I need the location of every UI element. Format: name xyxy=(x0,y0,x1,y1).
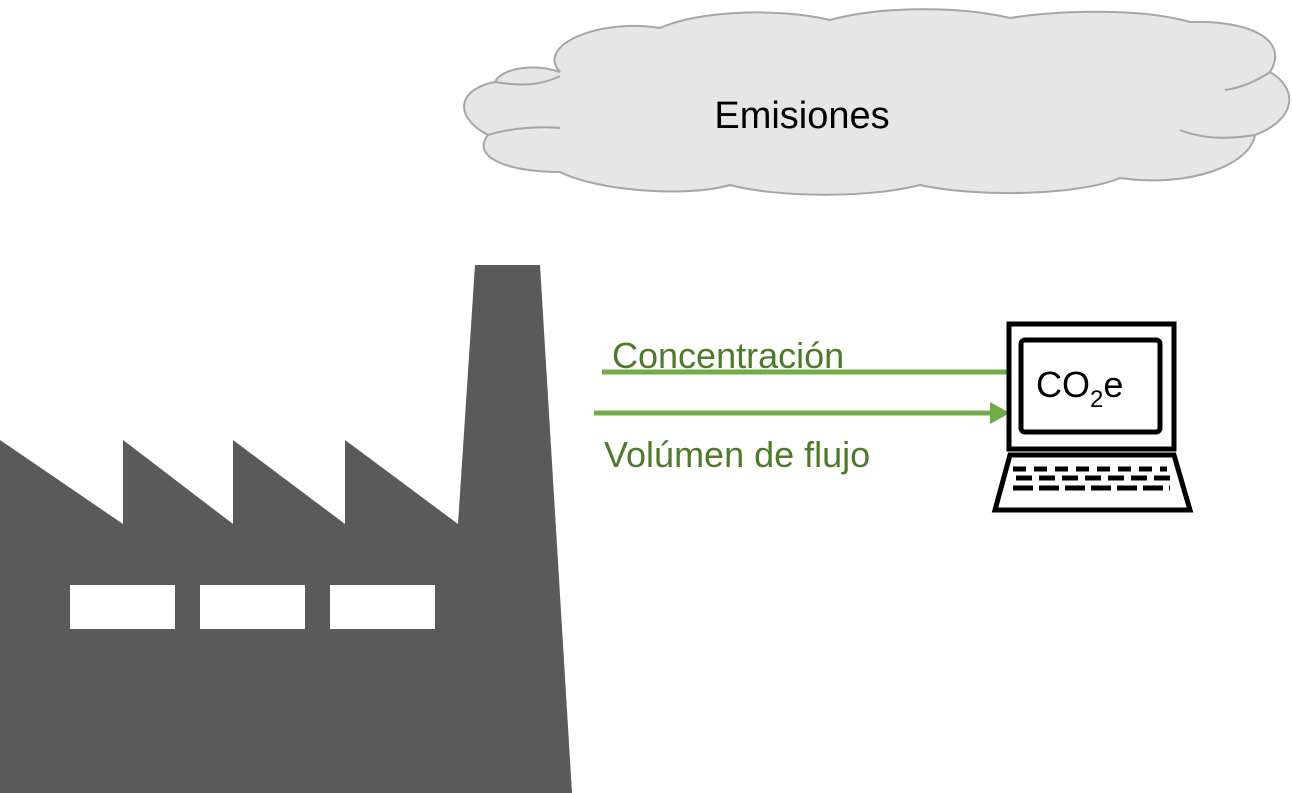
cloud-inner-line-2 xyxy=(487,126,561,136)
screen-label-prefix: CO xyxy=(1036,364,1090,405)
factory-icon xyxy=(0,265,572,793)
cloud-inner-line-1 xyxy=(494,75,561,86)
computer-icon: CO2e xyxy=(991,321,1194,513)
monitor-screen xyxy=(1018,337,1163,435)
keyboard-base xyxy=(991,452,1194,513)
screen-label-subscript: 2 xyxy=(1090,386,1103,413)
factory-window-2 xyxy=(200,585,305,629)
screen-label-suffix: e xyxy=(1103,364,1123,405)
cloud-inner-line-4 xyxy=(1224,71,1271,91)
cloud-label: Emisiones xyxy=(714,95,889,137)
cloud-shape xyxy=(463,8,1291,196)
flow-volume-flow: Volúmen de flujo xyxy=(594,402,1010,475)
screen-label: CO2e xyxy=(1036,364,1123,413)
keyboard-keys xyxy=(1013,466,1170,491)
emissions-cloud: Emisiones xyxy=(463,8,1291,196)
cloud-inner-line-3 xyxy=(1179,129,1256,139)
concentration-flow: Concentración xyxy=(602,335,1046,382)
flow-volume-arrowhead xyxy=(990,402,1010,424)
flow-volume-label: Volúmen de flujo xyxy=(604,434,870,475)
factory-silhouette xyxy=(0,265,572,793)
concentration-label: Concentración xyxy=(612,335,844,376)
factory-window-1 xyxy=(70,585,175,629)
factory-window-3 xyxy=(330,585,435,629)
